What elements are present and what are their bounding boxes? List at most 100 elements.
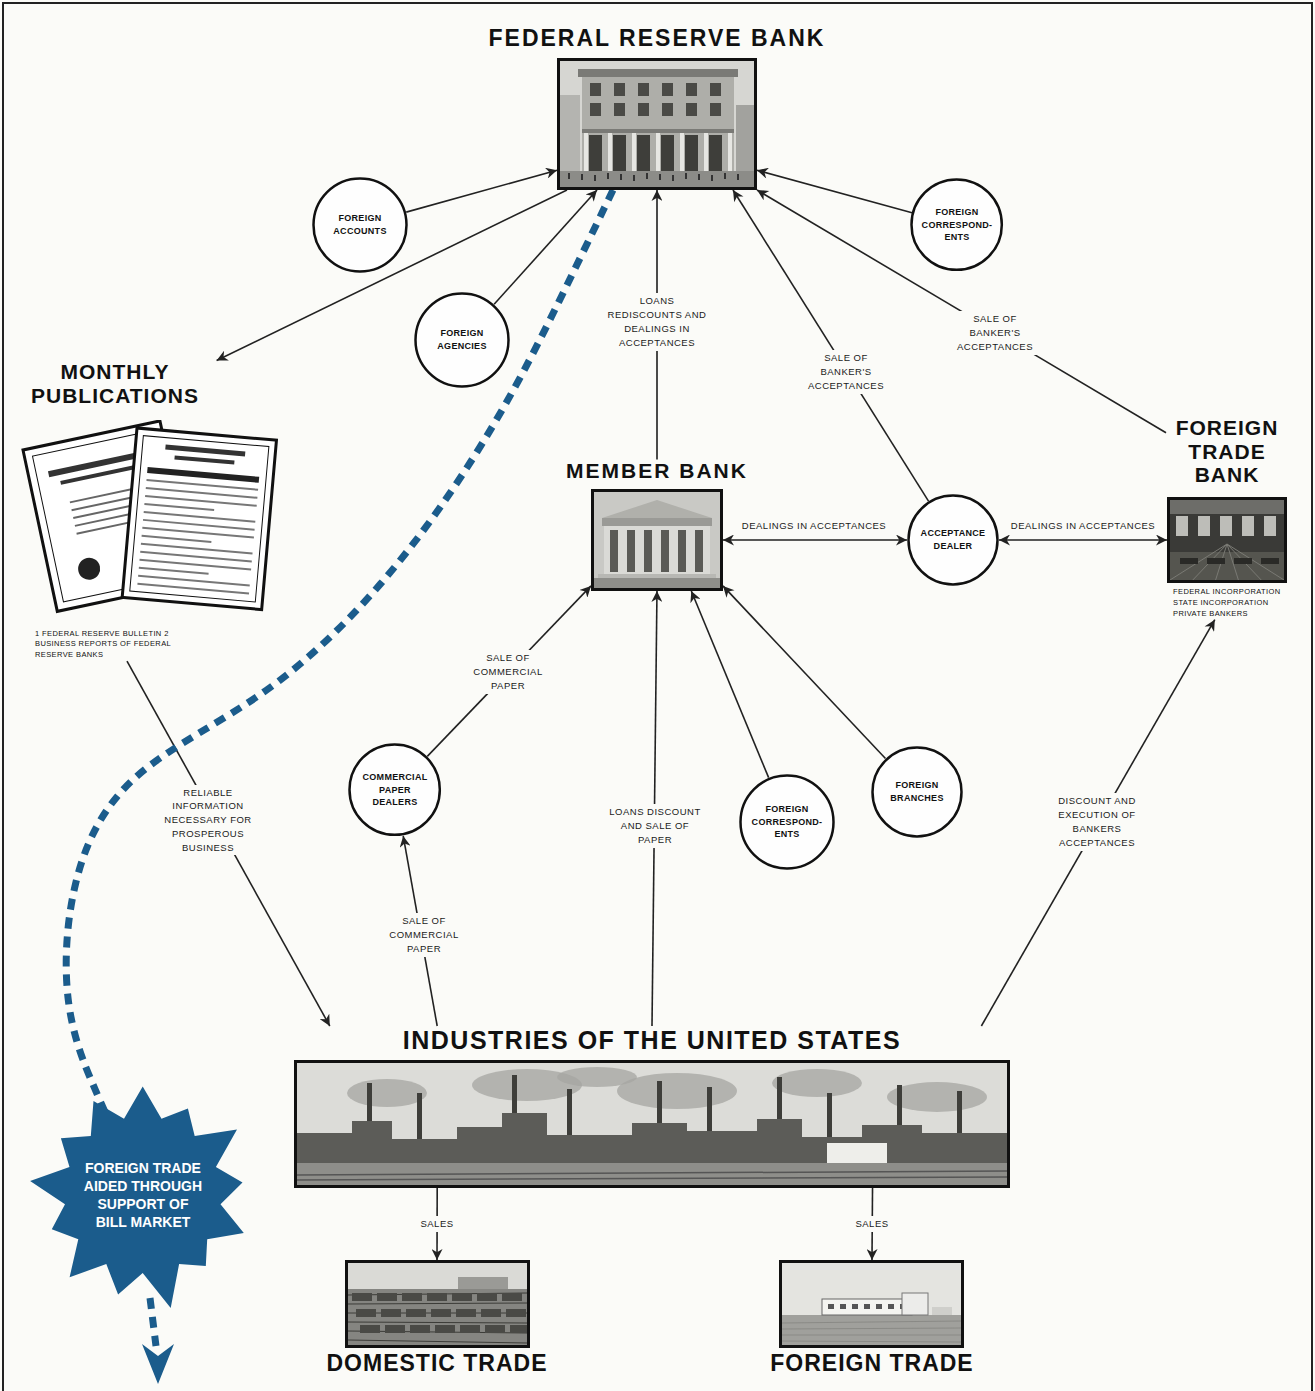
illustration-part (427, 1293, 447, 1301)
illustration-part (348, 1340, 527, 1343)
illustration-part (460, 1325, 480, 1333)
illustration-part (840, 1304, 846, 1309)
illustration-part (607, 173, 609, 179)
illustration-part (711, 175, 713, 181)
correspondent-circle: FOREIGN CORRESPOND- ENTS (739, 774, 835, 870)
illustration-part (406, 1309, 426, 1317)
illustration-part (1198, 516, 1210, 536)
circle-outline (907, 494, 999, 586)
illustration-part (174, 455, 234, 464)
illustration-part (581, 174, 583, 180)
illustration-part (1207, 558, 1225, 564)
circle-label: COMMERCIAL PAPER DEALERS (359, 771, 431, 809)
illustration-part (678, 530, 686, 572)
dotted-tail (150, 1298, 156, 1346)
edge-label: SALE OF COMMERCIAL PAPER (381, 913, 467, 956)
illustration-part (637, 135, 650, 171)
illustration-part (352, 1293, 372, 1301)
photo-illustration (297, 1063, 1007, 1185)
illustration-part (627, 530, 635, 572)
circle-label: FOREIGN CORRESPOND- ENTS (751, 803, 823, 841)
illustration-part (710, 83, 721, 96)
edge-label: DEALINGS IN ACCEPTANCES (1008, 518, 1158, 534)
bank-building: FEDERAL RESERVE BANK (489, 26, 826, 190)
illustration-part (685, 135, 698, 171)
dotted-flow-line (66, 190, 613, 1124)
photo-illustration (1170, 500, 1284, 580)
illustration-part (782, 1263, 961, 1345)
illustration-part (147, 467, 259, 483)
flow-arrow (127, 661, 330, 1026)
illustration-part (589, 135, 602, 171)
flow-arrow (757, 170, 912, 212)
edge-label: DEALINGS IN ACCEPTANCES (739, 518, 889, 534)
illustration-part (888, 1304, 894, 1309)
illustration-part (458, 1277, 508, 1289)
heading-text: DOMESTIC TRADE (327, 1351, 548, 1377)
illustration-part (582, 129, 734, 133)
publication-covers: MONTHLY PUBLICATIONS1 FEDERAL RESERVE BU… (15, 360, 295, 661)
illustration-part (686, 83, 697, 96)
illustration-part (661, 530, 669, 572)
illustration-part (402, 1293, 422, 1301)
illustration-part (620, 174, 622, 180)
illustration-part (485, 1325, 505, 1333)
illustration-part (381, 1309, 401, 1317)
illustration-part (602, 518, 712, 526)
illustration-part (638, 103, 649, 116)
illustration-part (70, 486, 139, 503)
starburst-shape (23, 1075, 262, 1314)
illustration-part (352, 1121, 392, 1165)
industry-panorama: INDUSTRIES OF THE UNITED STATES (294, 1026, 1010, 1188)
illustration-part (568, 173, 570, 179)
illustration-part (348, 1303, 527, 1304)
circle-border (350, 745, 440, 835)
circle-border (416, 294, 509, 387)
illustration-part (662, 83, 673, 96)
illustration-part (560, 95, 580, 171)
trade-picture: DOMESTIC TRADE (327, 1260, 548, 1377)
agency-circle: FOREIGN AGENCIES (414, 292, 510, 388)
connector-group (66, 170, 1215, 1260)
illustration-part (348, 1289, 527, 1345)
illustration-part (822, 1299, 912, 1315)
heading-text: MONTHLY PUBLICATIONS (15, 360, 215, 407)
illustration-part (590, 83, 601, 96)
illustration-part (737, 174, 739, 180)
illustration-part (662, 103, 673, 116)
illustration-part (560, 61, 754, 187)
flow-arrow (757, 190, 1166, 433)
circle-label: FOREIGN CORRESPOND- ENTS (921, 206, 993, 244)
picture-frame (557, 58, 757, 190)
branch-circle: FOREIGN BRANCHES (871, 746, 963, 838)
illustration-part (828, 1304, 834, 1309)
illustration-part (782, 1328, 961, 1329)
illustration-part (876, 1304, 882, 1309)
circle-outline (414, 292, 510, 388)
illustration-part (782, 1321, 961, 1323)
illustration-part (1180, 558, 1198, 564)
circle-outline (312, 177, 408, 273)
flow-arrow (691, 591, 768, 778)
photo-illustration (348, 1263, 527, 1345)
flow-arrow (723, 539, 907, 541)
illustration-part (772, 1069, 862, 1097)
illustration-part (431, 1309, 451, 1317)
illustration-part (297, 1133, 357, 1165)
illustration-part (932, 1307, 952, 1315)
illustration-part (695, 530, 703, 572)
circle-border (873, 748, 962, 837)
illustration-part (122, 428, 276, 610)
photo-illustration (782, 1263, 961, 1345)
illustration-part (736, 105, 754, 171)
illustration-part (481, 1309, 501, 1317)
illustration-part (614, 103, 625, 116)
illustration-part (902, 1293, 928, 1315)
illustration-part (356, 1309, 376, 1317)
illustration-part (1170, 544, 1227, 580)
picture-frame (779, 1260, 964, 1348)
illustration-part (560, 171, 754, 187)
illustration-part (142, 534, 212, 542)
bank-building: FOREIGN TRADE BANKFEDERAL INCORPORATION … (1166, 416, 1288, 619)
illustration-part (502, 1293, 522, 1301)
